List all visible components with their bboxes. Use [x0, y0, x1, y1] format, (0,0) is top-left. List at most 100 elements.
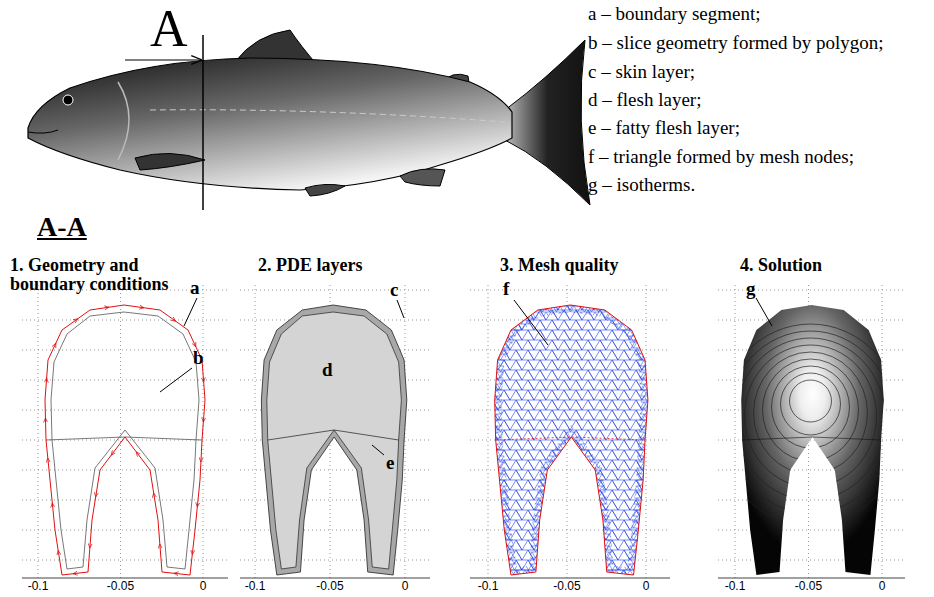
panel-2: [240, 285, 430, 578]
axis-line: [240, 578, 430, 579]
grid-line: [470, 290, 670, 291]
axis-tick-label: -0.05: [316, 580, 343, 593]
isotherms: [718, 324, 904, 526]
salmon-illustration: [28, 30, 590, 205]
isotherm: [763, 359, 859, 461]
boundary-segment: [124, 305, 160, 310]
grid-line: [470, 560, 670, 561]
leader-line: [756, 298, 772, 326]
isotherm: [790, 380, 832, 422]
grid-line: [255, 285, 256, 578]
axis-tick-label: 0: [879, 580, 886, 593]
axis-tick-label: -0.1: [28, 580, 49, 593]
section-arrow: [125, 59, 201, 60]
section-heading: A-A: [37, 212, 87, 241]
grid-line: [22, 500, 228, 501]
leader-line: [160, 368, 192, 392]
boundary-segment: [92, 470, 100, 520]
pectoral-fin: [135, 153, 205, 170]
mouth: [28, 130, 58, 133]
axis-tick-label: 0: [643, 580, 650, 593]
callout-letter: c: [390, 280, 398, 300]
grid-line: [22, 470, 228, 471]
grid-line: [735, 285, 736, 578]
skin-layer: [261, 305, 406, 575]
boundary-segment: [62, 572, 88, 575]
axis-tick-label: -0.1: [478, 580, 499, 593]
boundary-segment: [202, 400, 205, 440]
grid-line: [38, 285, 39, 578]
panel-3: [470, 285, 670, 580]
grid-line: [718, 530, 905, 531]
gill-cover: [118, 82, 129, 160]
fish-body: [28, 58, 512, 190]
axis-tick-label: -0.05: [107, 580, 134, 593]
isotherm: [781, 373, 841, 435]
axis-tick-label: -0.05: [795, 580, 822, 593]
axis-line: [718, 578, 905, 579]
boundary-segment: [158, 520, 162, 572]
inner-outline: [51, 312, 199, 569]
callout-letter: e: [386, 453, 394, 473]
boundary-segment: [45, 360, 48, 400]
callout-letter: f: [503, 279, 509, 299]
boundary-segment: [48, 330, 62, 360]
boundary-segment: [125, 437, 150, 470]
boundary-segment: [55, 530, 62, 575]
boundary-segment: [195, 480, 200, 530]
callout-letter: d: [322, 360, 333, 380]
panel-title: 2. PDE layers: [258, 256, 362, 275]
subdomain-divider: [268, 430, 399, 440]
grid-line: [718, 560, 905, 561]
boundary-segment: [162, 572, 190, 575]
leader-line: [514, 300, 548, 345]
flesh-layer: [267, 312, 402, 569]
axis-tick-label: 0: [200, 580, 207, 593]
callout-letter: g: [746, 279, 756, 299]
grid-line: [22, 410, 228, 411]
boundary-segment: [100, 437, 125, 470]
legend-line: f – triangle formed by mesh nodes;: [588, 147, 854, 167]
section-letter: A: [150, 2, 188, 57]
grid-line: [22, 560, 228, 561]
tail-fin: [505, 40, 590, 205]
section-line: [202, 35, 204, 210]
legend-line: b – slice geometry formed by polygon;: [588, 33, 884, 53]
isotherm: [736, 338, 886, 500]
grid-lines: [240, 285, 430, 578]
grid-line: [240, 290, 430, 291]
boundary-segment: [46, 440, 50, 480]
callout-letter: b: [193, 348, 204, 368]
panel-title: 4. Solution: [740, 256, 822, 275]
boundary-segment: [190, 530, 195, 575]
axis-tick-label: 0: [402, 580, 409, 593]
axis-tick-label: -0.1: [725, 580, 746, 593]
boundary-segment: [200, 440, 202, 480]
axis-line: [22, 578, 228, 579]
boundary-segment: [62, 310, 90, 330]
grid-line: [120, 285, 121, 578]
grid-line: [488, 285, 489, 578]
isotherm: [718, 324, 904, 526]
eye: [63, 95, 73, 105]
legend-line: c – skin layer;: [588, 62, 695, 82]
mesh-boundary: [495, 305, 648, 575]
panel-1: [22, 285, 228, 578]
grid-lines: [718, 285, 905, 578]
isotherm: [745, 345, 877, 487]
axis-tick-label: -0.05: [553, 580, 580, 593]
boundary-segment: [45, 400, 46, 440]
legend-line: e – fatty flesh layer;: [588, 118, 740, 138]
callout-letter: a: [190, 278, 200, 298]
grid-line: [240, 530, 430, 531]
boundary-segment: [90, 305, 124, 310]
anal-fin: [400, 169, 445, 186]
boundary-segment: [88, 520, 92, 572]
mesh-dense-edge: [495, 305, 648, 575]
subdomain-divider: [742, 437, 881, 440]
panel-title: 1. Geometry and boundary conditions: [10, 256, 195, 294]
grid-line: [470, 530, 670, 531]
isotherm: [754, 352, 868, 474]
